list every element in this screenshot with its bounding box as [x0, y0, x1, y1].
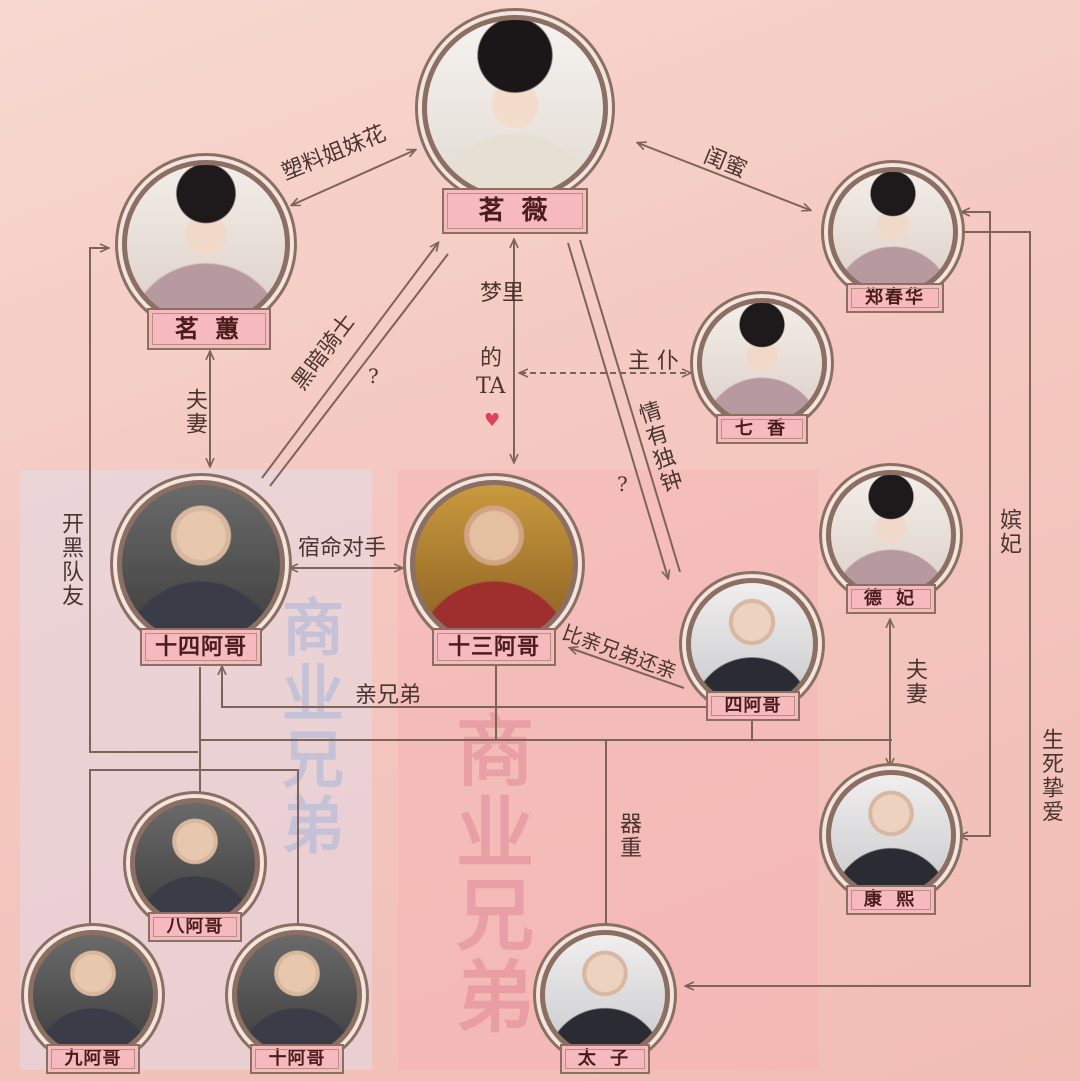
nameplate-zhengchunhua: 郑春华	[846, 283, 944, 313]
portrait-shisan	[410, 480, 578, 648]
label-couple-1: 夫妻	[182, 388, 207, 436]
nameplate-minghui: 茗 蕙	[147, 308, 271, 350]
nameplate-shisan: 十三阿哥	[432, 628, 556, 666]
portrait-mingwei	[422, 15, 608, 201]
label-dream-1: 梦里	[480, 281, 525, 306]
line-closer-than-brothers	[570, 648, 685, 689]
line-shi	[200, 769, 299, 935]
label-gaming-teammates: 开黑队友	[58, 512, 83, 608]
nameplate-defei: 德 妃	[846, 584, 936, 614]
nameplate-qixiang: 七 香	[716, 414, 808, 444]
line-jiu	[89, 769, 200, 935]
nameplate-ba: 八阿哥	[148, 912, 242, 942]
portrait-shi	[232, 930, 362, 1060]
portrait-shisi	[117, 480, 285, 648]
nameplate-kangxi: 康 熙	[846, 885, 936, 915]
nameplate-taizi: 太 子	[560, 1044, 650, 1074]
label-rival: 宿命对手	[298, 536, 387, 561]
line-special-love-b	[579, 239, 681, 573]
portrait-taizi	[540, 930, 670, 1060]
label-concubine: 嫔妃	[996, 508, 1021, 556]
line-dark-knight-a	[261, 243, 438, 479]
nameplate-si: 四阿哥	[706, 691, 800, 721]
watermark-left: 商业兄弟	[271, 595, 344, 859]
line-gaming-teammates	[89, 248, 198, 753]
label-master-servant: 主 仆	[628, 349, 679, 374]
portrait-kangxi	[826, 770, 956, 900]
portrait-si	[686, 578, 818, 710]
label-valued: 器重	[616, 812, 641, 860]
label-couple-2: 夫妻	[902, 658, 927, 706]
portrait-ba	[130, 798, 260, 928]
portrait-qixiang	[697, 298, 827, 428]
nameplate-shi: 十阿哥	[250, 1044, 344, 1074]
watermark-middle: 商业兄弟	[443, 710, 534, 1038]
portrait-minghui	[122, 160, 290, 328]
line-dark-knight-b	[269, 253, 449, 487]
portrait-defei	[826, 470, 956, 600]
line-blood-brothers	[222, 667, 708, 708]
line-special-love-a	[567, 242, 668, 578]
nameplate-shisi: 十四阿哥	[140, 628, 262, 666]
nameplate-mingwei: 茗 薇	[442, 188, 588, 234]
label-eternal-love: 生死挚爱	[1038, 728, 1063, 824]
nameplate-jiu: 九阿哥	[46, 1044, 140, 1074]
line-eternal-love	[686, 231, 1031, 986]
label-question-1: ?	[368, 364, 379, 388]
label-blood-brothers: 亲兄弟	[355, 683, 422, 708]
portrait-zhengchunhua	[828, 167, 958, 297]
line-plastic-sisters	[292, 150, 415, 205]
line-concubine	[960, 212, 991, 836]
heart-icon: ♥	[484, 410, 501, 431]
line-best-friend	[638, 143, 810, 210]
label-dream-2: 的	[480, 346, 503, 371]
label-question-2: ?	[617, 472, 628, 496]
label-dream-3: TA	[476, 374, 506, 399]
portrait-jiu	[28, 930, 158, 1060]
